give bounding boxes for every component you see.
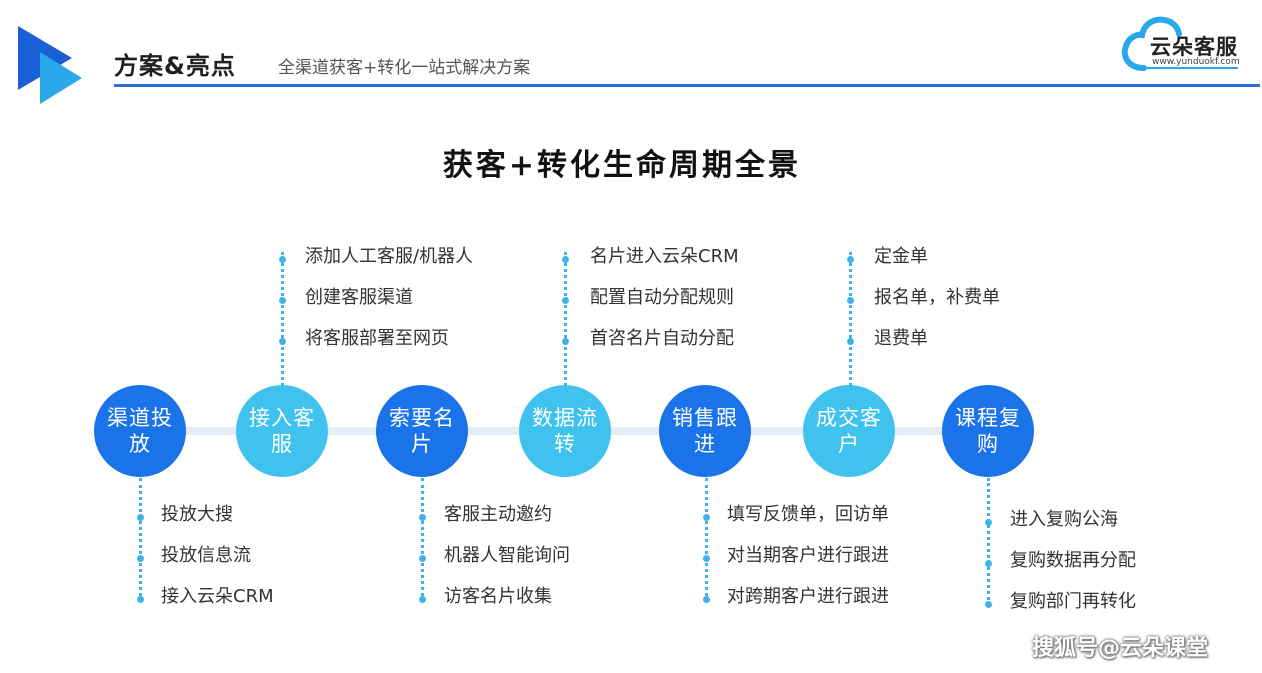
- bullet: [985, 519, 992, 526]
- bullet: [703, 514, 710, 521]
- list-item: 报名单，补费单: [874, 287, 1000, 308]
- list-item: 机器人智能询问: [444, 545, 570, 566]
- bullet: [703, 596, 710, 603]
- connector-sales: [705, 478, 708, 602]
- watermark: 搜狐号@云朵课堂: [1032, 636, 1209, 661]
- stage-card: 索要名片: [376, 385, 468, 477]
- bullet: [279, 338, 286, 345]
- list-item: 配置自动分配规则: [590, 287, 734, 308]
- brand-cloud-icon: [1121, 16, 1238, 71]
- bullet: [419, 555, 426, 562]
- connector-deal: [849, 252, 852, 386]
- bullet: [985, 560, 992, 567]
- bullet: [562, 297, 569, 304]
- list-item: 对当期客户进行跟进: [727, 545, 889, 566]
- list-item: 退费单: [874, 328, 928, 349]
- header-title: 方案&亮点: [114, 52, 236, 80]
- list-item: 投放信息流: [161, 545, 251, 566]
- bullet: [985, 601, 992, 608]
- list-item: 投放大搜: [161, 504, 233, 525]
- stage-deal: 成交客户: [803, 385, 895, 477]
- list-item: 接入云朵CRM: [161, 586, 274, 607]
- brand-name: 云朵客服: [1150, 35, 1238, 59]
- list-item: 访客名片收集: [444, 586, 552, 607]
- stage-label: 接入客服: [249, 406, 315, 456]
- stage-label: 课程复购: [955, 406, 1021, 456]
- stage-label: 成交客户: [816, 406, 882, 456]
- list-item: 进入复购公海: [1010, 509, 1118, 530]
- connector-data: [564, 252, 567, 386]
- list-item: 对跨期客户进行跟进: [727, 586, 889, 607]
- list-item: 客服主动邀约: [444, 504, 552, 525]
- brand-url: www.yunduokf.com: [1152, 57, 1240, 67]
- stage-data: 数据流转: [519, 385, 611, 477]
- bullet: [847, 297, 854, 304]
- bullet: [562, 256, 569, 263]
- list-item: 复购部门再转化: [1010, 591, 1136, 612]
- bullet: [419, 596, 426, 603]
- bullet: [279, 297, 286, 304]
- stage-label: 索要名片: [389, 406, 455, 456]
- list-item: 填写反馈单，回访单: [727, 504, 889, 525]
- connector-repurchase: [987, 478, 990, 606]
- list-item: 将客服部署至网页: [305, 328, 449, 349]
- bullet: [703, 555, 710, 562]
- header-subtitle: 全渠道获客+转化一站式解决方案: [278, 58, 531, 78]
- diagram-title: 获客+转化生命周期全景: [442, 148, 802, 183]
- connector-channel: [139, 478, 142, 602]
- bullet: [419, 514, 426, 521]
- bullet: [847, 256, 854, 263]
- list-item: 添加人工客服/机器人: [305, 246, 474, 267]
- stage-repurchase: 课程复购: [942, 385, 1034, 477]
- bullet: [137, 596, 144, 603]
- list-item: 首咨名片自动分配: [590, 328, 734, 349]
- stage-label: 渠道投放: [107, 406, 173, 456]
- stage-label: 数据流转: [532, 406, 598, 456]
- bullet: [279, 256, 286, 263]
- bullet: [137, 514, 144, 521]
- stage-channel: 渠道投放: [94, 385, 186, 477]
- bullet: [137, 555, 144, 562]
- list-item: 创建客服渠道: [305, 287, 413, 308]
- list-item: 复购数据再分配: [1010, 550, 1136, 571]
- stage-label: 销售跟进: [672, 406, 738, 456]
- list-item: 名片进入云朵CRM: [590, 246, 739, 267]
- bullet: [847, 338, 854, 345]
- logo-play-icon: [18, 26, 82, 104]
- header-divider: [114, 84, 1260, 87]
- connector-card: [421, 478, 424, 602]
- bullet: [562, 338, 569, 345]
- stage-sales: 销售跟进: [659, 385, 751, 477]
- connector-service: [281, 252, 284, 386]
- list-item: 定金单: [874, 246, 928, 267]
- stage-service: 接入客服: [236, 385, 328, 477]
